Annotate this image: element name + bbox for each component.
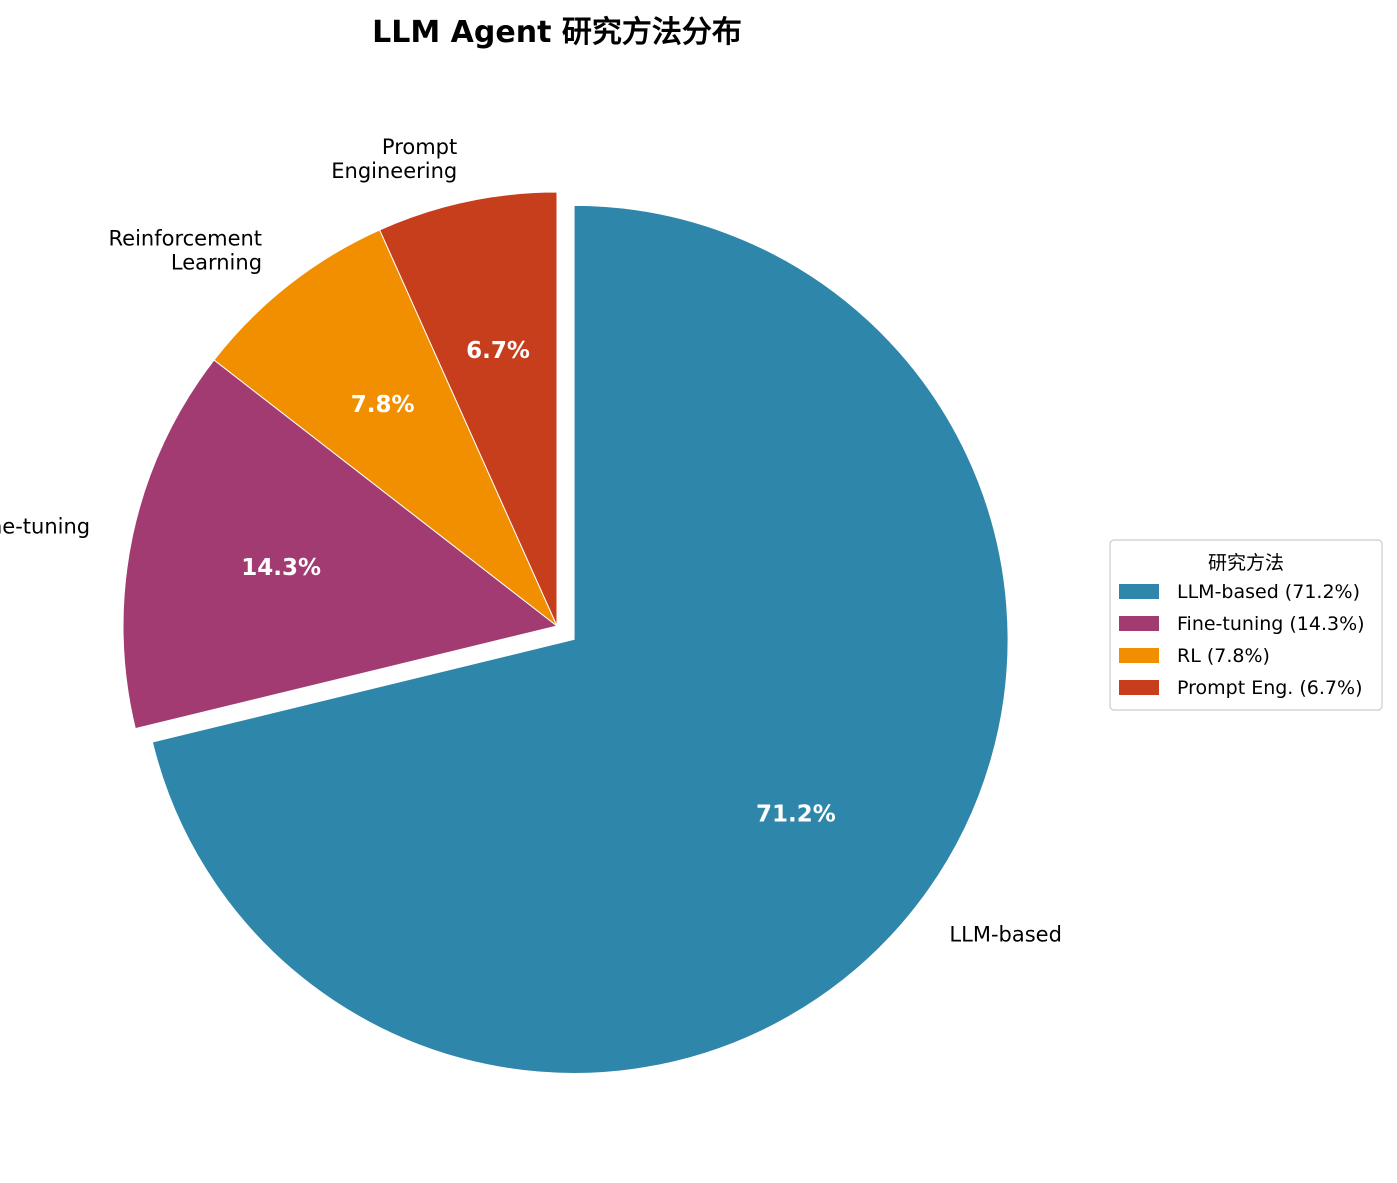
slice-percent-llm-based: 71.2%	[756, 802, 836, 828]
legend-frame	[1109, 539, 1383, 711]
legend: 研究方法 LLM-based (71.2%) Fine-tuning (14.3%…	[1109, 539, 1383, 711]
slice-percent-fine-tuning: 14.3%	[241, 555, 321, 581]
slice-label-line: Reinforcement	[109, 227, 263, 251]
slice-percent-labels: 71.2% 14.3% 7.8% 6.7%	[241, 338, 836, 828]
slice-percent-reinforcement-learning: 7.8%	[351, 392, 415, 418]
legend-items: LLM-based (71.2%) Fine-tuning (14.3%) RL (…	[1119, 581, 1365, 699]
slice-label-fine-tuning: Fine-tuning	[0, 514, 90, 538]
pie-slice-llm-based	[151, 204, 1009, 1074]
slice-label-line: Prompt	[382, 135, 457, 159]
legend-swatch-fine-tuning	[1119, 616, 1159, 631]
legend-swatch-reinforcement-learning	[1119, 648, 1159, 663]
legend-label-llm-based: LLM-based (71.2%)	[1177, 581, 1360, 603]
slice-label-line: Fine-tuning	[0, 514, 90, 538]
slice-label-line: Engineering	[331, 159, 457, 183]
pie-slice-reinforcement-learning	[213, 229, 558, 627]
slice-label-line: Learning	[171, 251, 262, 275]
chart-title: LLM Agent 研究方法分布	[372, 15, 742, 50]
legend-label-reinforcement-learning: RL (7.8%)	[1177, 645, 1270, 667]
slice-percent-prompt-engineering: 6.7%	[466, 338, 530, 364]
pie-slice-fine-tuning	[122, 359, 559, 730]
slice-category-labels: LLM-based Fine-tuning ReinforcementLearnin…	[0, 135, 1062, 946]
slice-label-line: LLM-based	[949, 922, 1061, 946]
legend-label-fine-tuning: Fine-tuning (14.3%)	[1177, 613, 1365, 635]
legend-label-prompt-engineering: Prompt Eng. (6.7%)	[1177, 677, 1362, 699]
slice-label-llm-based: LLM-based	[949, 922, 1061, 946]
legend-title: 研究方法	[1208, 552, 1284, 574]
pie-slice-prompt-engineering	[378, 191, 558, 627]
legend-swatch-prompt-engineering	[1119, 680, 1159, 695]
legend-swatch-llm-based	[1119, 584, 1159, 599]
pie-slices	[122, 191, 1009, 1074]
